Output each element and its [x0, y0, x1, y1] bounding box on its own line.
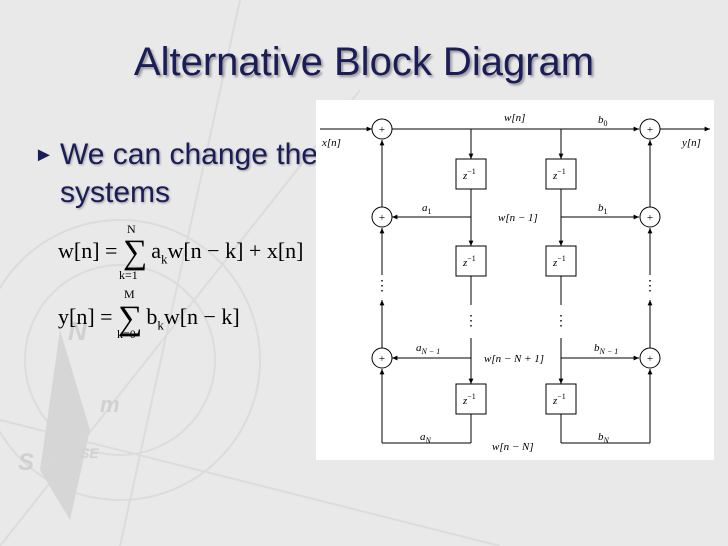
block-diagram: + + + + + + z−1 z−1 z−1 z−1 z−1 z−1 x[n]…	[316, 100, 714, 460]
ellipsis-mid-left: ⋮	[464, 314, 478, 329]
coef-a1: a1	[422, 202, 432, 216]
wN-label: w[n − N]	[492, 441, 534, 453]
coef-bN: bN	[598, 431, 610, 445]
bullet-line-1: We can change the order of the cascade L…	[60, 138, 320, 171]
bullet-text: We can change the order of the cascade L…	[60, 136, 320, 212]
equation-y-sum-bottom: k=0	[117, 327, 136, 341]
coef-b0: b0	[598, 114, 608, 128]
delay-box-3l	[455, 383, 487, 415]
delay-label: z−1	[552, 254, 566, 269]
delay-label: z−1	[462, 254, 476, 269]
compass-letter-n: N	[68, 316, 88, 346]
ellipsis-right: ⋮	[643, 279, 657, 294]
equation-w-coef-sub: k	[160, 251, 168, 267]
delay-box-1l	[455, 158, 487, 190]
compass-letter-m: m	[100, 392, 120, 417]
delay-label: z−1	[552, 392, 566, 407]
equation-y-coef-sub: k	[157, 317, 164, 333]
adder-plus: +	[379, 124, 385, 136]
coef-aN: aN	[420, 431, 432, 445]
delay-label: z−1	[552, 167, 566, 182]
equation-w: w[n] = ∑akw[n − k] + x[n]	[58, 234, 303, 272]
equation-w-coef: a	[151, 238, 161, 263]
adder-left-n1	[371, 347, 393, 369]
w1-label: w[n − 1]	[498, 212, 538, 224]
delay-label: z−1	[462, 167, 476, 182]
ellipsis-left: ⋮	[375, 279, 389, 294]
adder-plus: +	[379, 212, 385, 224]
equation-y: y[n] = ∑bkw[n − k]	[58, 300, 240, 338]
coef-aN1: aN − 1	[416, 342, 440, 356]
coef-bN1: bN − 1	[594, 342, 618, 356]
compass-letter-s: S	[18, 449, 34, 476]
adder-right-n1	[639, 347, 661, 369]
adder-plus: +	[379, 353, 385, 365]
equation-y-rest: w[n − k]	[163, 304, 240, 329]
adder-plus: +	[647, 353, 653, 365]
slide-title: Alternative Block Diagram	[133, 40, 595, 84]
sum-symbol-icon: ∑	[122, 234, 148, 271]
adder-plus: +	[647, 124, 653, 136]
output-label: y[n]	[681, 137, 701, 149]
delay-box-1r	[545, 158, 577, 190]
equation-w-lhs: w[n] =	[58, 238, 123, 263]
adder-left-0	[371, 118, 393, 140]
adder-right-1	[639, 206, 661, 228]
w0-label: w[n]	[504, 112, 525, 124]
ellipsis-mid-right: ⋮	[554, 314, 568, 329]
delay-box-2r	[545, 245, 577, 277]
adder-plus: +	[647, 212, 653, 224]
delay-label: z−1	[462, 392, 476, 407]
equation-w-sum-top: N	[127, 222, 136, 236]
bullet-line-2: systems	[60, 176, 171, 209]
wN1-label: w[n − N + 1]	[484, 353, 544, 365]
sum-symbol-icon: ∑	[118, 300, 143, 337]
adder-right-0	[639, 118, 661, 140]
equation-y-sum-top: M	[124, 287, 135, 301]
bullet-arrow-icon: ►	[34, 144, 54, 166]
delay-box-3r	[545, 383, 577, 415]
equation-w-sum-bottom: k=1	[119, 268, 138, 282]
delay-box-2l	[455, 245, 487, 277]
equation-y-lhs: y[n] =	[58, 304, 119, 329]
adder-left-1	[371, 206, 393, 228]
input-label: x[n]	[321, 137, 341, 149]
compass-letter-se: SE	[80, 445, 99, 461]
equation-y-coef: b	[146, 304, 158, 329]
equation-w-rest: w[n − k] + x[n]	[167, 238, 304, 263]
coef-b1: b1	[598, 202, 608, 216]
